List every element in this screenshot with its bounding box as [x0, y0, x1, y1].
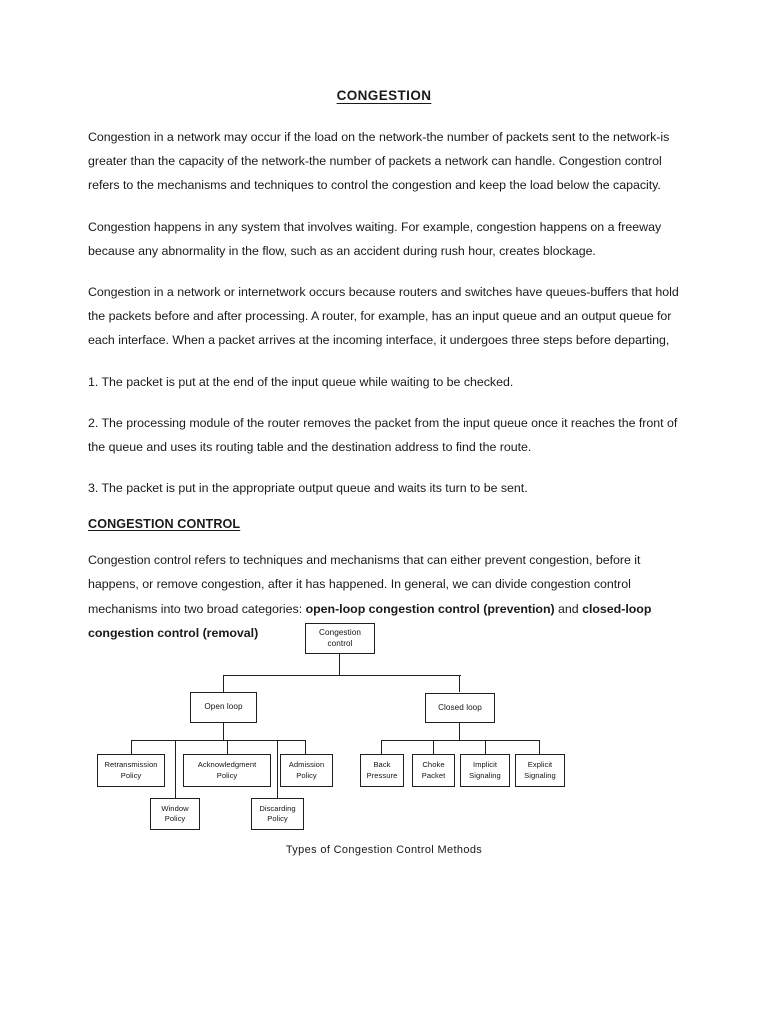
node-discarding-policy-label: Discarding Policy — [259, 804, 295, 824]
node-window-policy-label: Window Policy — [161, 804, 188, 824]
connector-drop-explicit-signaling — [539, 740, 541, 754]
node-implicit-signaling-label: Implicit Signaling — [469, 760, 501, 780]
node-implicit-signaling: Implicit Signaling — [460, 754, 510, 787]
node-congestion-control-line1: Congestion — [319, 627, 361, 637]
node-back-pressure: Back Pressure — [360, 754, 404, 787]
paragraph-congestion-control-definition: Congestion control refers to techniques … — [88, 548, 680, 645]
node-window-policy-line2: Policy — [164, 814, 186, 823]
node-choke-packet-line2: Packet — [421, 770, 446, 780]
figure-congestion-control-tree: Congestion control Open loop Closed loop — [88, 612, 680, 872]
node-admission-policy-line2: Policy — [296, 770, 317, 780]
connector-drop-acknowledgment-policy — [227, 740, 229, 754]
term-open-loop: open-loop congestion control (prevention… — [305, 601, 555, 616]
paragraph-step-2: 2. The processing module of the router r… — [88, 415, 678, 454]
node-retransmission-policy-line1: Retransmission — [104, 760, 158, 770]
node-explicit-signaling-line1: Explicit — [527, 760, 553, 770]
node-back-pressure-line2: Pressure — [366, 770, 398, 780]
connector-drop-choke-packet — [433, 740, 435, 754]
node-admission-policy: Admission Policy — [280, 754, 333, 787]
node-retransmission-policy: Retransmission Policy — [97, 754, 165, 787]
node-window-policy-line1: Window — [161, 803, 189, 813]
node-acknowledgment-policy-label: Acknowledgment Policy — [198, 760, 257, 780]
node-explicit-signaling: Explicit Signaling — [515, 754, 565, 787]
paragraph-step-1: 1. The packet is put at the end of the i… — [88, 374, 514, 389]
node-open-loop: Open loop — [190, 692, 257, 723]
connector-drop-admission-policy — [305, 740, 307, 754]
node-congestion-control-line2: control — [327, 638, 353, 648]
connector-drop-implicit-signaling — [485, 740, 487, 754]
paragraph-conjunction: and — [554, 601, 583, 616]
paragraph-intro: Congestion in a network may occur if the… — [88, 130, 670, 193]
term-closed-loop: closed-loop congestion control (removal) — [88, 601, 652, 640]
node-discarding-policy: Discarding Policy — [251, 798, 304, 830]
node-open-loop-label: Open loop — [204, 702, 243, 712]
node-acknowledgment-policy: Acknowledgment Policy — [183, 754, 271, 787]
connector-drop-closed-loop — [459, 675, 461, 692]
node-back-pressure-line1: Back — [373, 760, 391, 770]
node-closed-loop: Closed loop — [425, 693, 495, 723]
node-admission-policy-label: Admission Policy — [289, 760, 324, 780]
connector-closed-loop-bus — [381, 740, 540, 742]
page-title: CONGESTION — [336, 88, 432, 103]
paragraph-step-3: 3. The packet is put in the appropriate … — [88, 481, 528, 496]
section-heading-congestion-control: CONGESTION CONTROL — [88, 517, 241, 532]
connector-drop-retransmission-policy — [131, 740, 133, 754]
node-discarding-policy-line1: Discarding — [259, 803, 296, 813]
connector-drop-open-loop — [223, 675, 225, 692]
paragraph-lead-text: Congestion control refers to techniques … — [88, 553, 641, 616]
node-closed-loop-label: Closed loop — [438, 702, 482, 712]
node-acknowledgment-policy-line2: Policy — [216, 770, 238, 780]
document-body: CONGESTION Congestion in a network may o… — [88, 88, 680, 662]
connector-root-stem — [339, 654, 341, 676]
paragraph-freeway-analogy: Congestion happens in any system that in… — [88, 219, 662, 258]
connector-drop-discarding-policy — [277, 740, 279, 810]
connector-drop-window-policy — [175, 740, 177, 810]
node-window-policy: Window Policy — [150, 798, 200, 830]
connector-open-loop-stem — [223, 723, 225, 740]
node-implicit-signaling-line1: Implicit — [472, 760, 497, 770]
node-retransmission-policy-line2: Policy — [120, 770, 142, 780]
node-choke-packet-line1: Choke — [422, 760, 445, 770]
connector-level1-bus — [223, 675, 461, 677]
node-choke-packet: Choke Packet — [412, 754, 455, 787]
connector-open-loop-bus — [131, 740, 306, 742]
node-discarding-policy-line2: Policy — [267, 814, 288, 823]
node-choke-packet-label: Choke Packet — [422, 760, 446, 780]
node-implicit-signaling-line2: Signaling — [469, 770, 501, 780]
node-congestion-control-label: Congestion control — [319, 628, 361, 650]
node-acknowledgment-policy-line1: Acknowledgment — [197, 760, 257, 770]
figure-caption: Types of Congestion Control Methods — [285, 844, 483, 856]
connector-closed-loop-stem — [459, 723, 461, 740]
node-explicit-signaling-label: Explicit Signaling — [524, 760, 556, 780]
node-congestion-control: Congestion control — [305, 623, 375, 654]
node-admission-policy-line1: Admission — [288, 760, 325, 770]
tree-diagram-canvas: Congestion control Open loop Closed loop — [88, 612, 680, 872]
node-retransmission-policy-label: Retransmission Policy — [104, 760, 157, 780]
connector-drop-back-pressure — [381, 740, 383, 754]
paragraph-router-queues: Congestion in a network or internetwork … — [88, 284, 679, 348]
node-explicit-signaling-line2: Signaling — [524, 770, 556, 780]
node-back-pressure-label: Back Pressure — [367, 760, 398, 780]
